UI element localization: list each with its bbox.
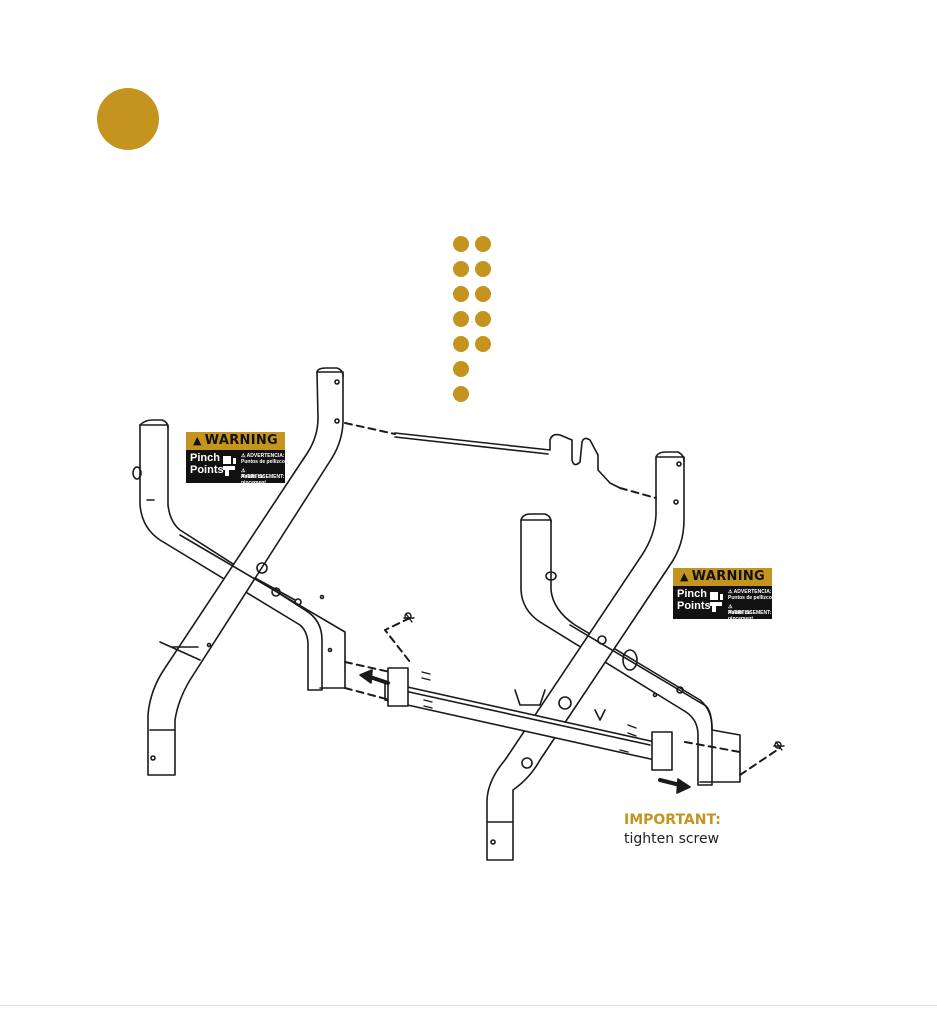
pinch-line: Pinch — [677, 588, 711, 600]
warning-label: ▲WARNING Pinch Points ⚠ ADVERTENCIA: Pun… — [673, 568, 772, 619]
points-line: Points — [677, 600, 711, 612]
important-label: IMPORTANT: — [624, 811, 721, 830]
important-note: IMPORTANT: tighten screw — [624, 811, 721, 849]
points-line: Points — [190, 464, 224, 476]
wire-rod — [395, 433, 620, 488]
right-frame-front-leg — [487, 452, 684, 860]
pinch-points-text: Pinch Points — [677, 588, 711, 612]
french-warning-text: Points de pincement — [728, 610, 772, 619]
warning-header: ▲WARNING — [186, 432, 285, 450]
important-text: tighten screw — [624, 830, 721, 849]
pinch-line: Pinch — [190, 452, 224, 464]
page-divider — [0, 1005, 937, 1006]
warning-title: WARNING — [692, 569, 765, 584]
warning-header: ▲WARNING — [673, 568, 772, 586]
pinch-points-text: Pinch Points — [190, 452, 224, 476]
warning-label: ▲WARNING Pinch Points ⚠ ADVERTENCIA: Pun… — [186, 432, 285, 483]
warning-title: WARNING — [205, 433, 278, 448]
left-frame-front-leg — [148, 368, 343, 775]
spanish-warning-text: Puntos de pellizco — [728, 595, 772, 601]
pinch-hand-icon — [708, 590, 726, 614]
spanish-warning-text: Puntos de pellizco — [241, 459, 285, 465]
french-warning-text: Points de pincement — [241, 474, 285, 483]
pinch-hand-icon — [221, 454, 239, 478]
